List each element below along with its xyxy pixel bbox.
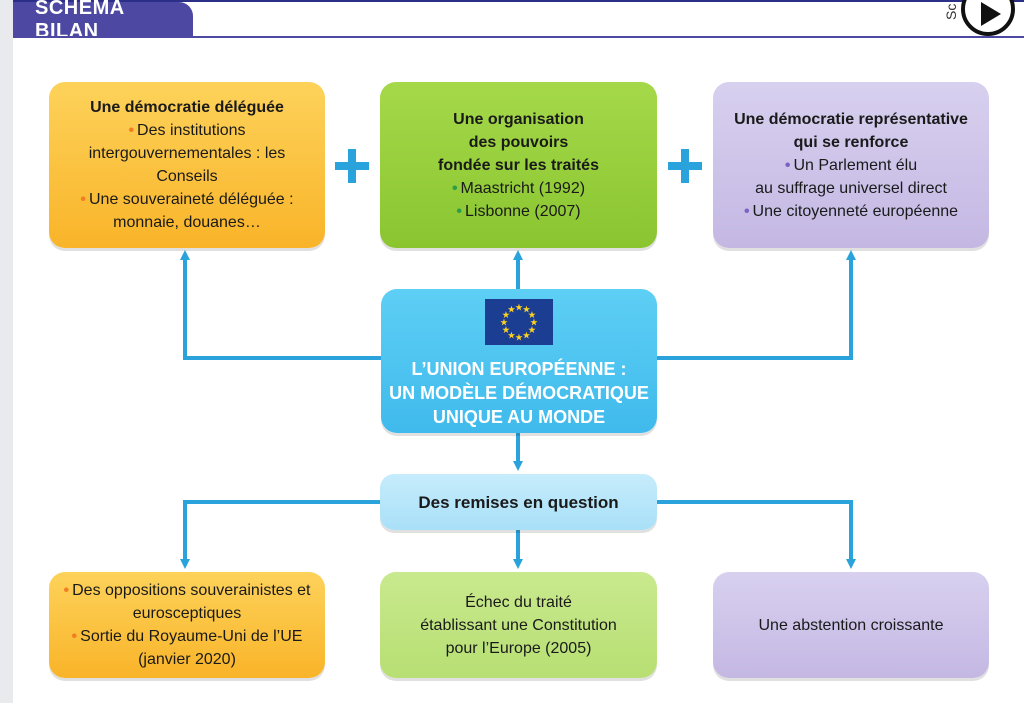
remises-en-question-box: Des remises en question [380, 474, 657, 530]
box-title-line: qui se renforce [793, 133, 909, 151]
arrow-icon [180, 250, 381, 360]
box-title-line: Une démocratie représentative [734, 110, 968, 128]
box-title-line: des pouvoirs [468, 133, 569, 151]
plus-icon [668, 149, 702, 183]
box-text-line: Une abstention croissante [758, 616, 944, 634]
eu-star-icon: ★ [508, 305, 516, 314]
organisation-pouvoirs-box: Une organisation des pouvoirs fondée sur… [380, 82, 657, 248]
bullet-item: •Maastricht (1992) [451, 179, 586, 197]
eu-star-icon: ★ [530, 318, 538, 327]
eu-star-icon: ★ [502, 311, 510, 320]
eu-star-icon: ★ [528, 311, 536, 320]
box-title: Une démocratie déléguée [90, 99, 284, 116]
eu-star-icon: ★ [502, 326, 510, 335]
box-title-line: Une organisation [453, 110, 584, 128]
bullet-item: •Un Parlement élu [784, 156, 918, 174]
center-title-line: UNIQUE AU MONDE [432, 407, 606, 427]
bullet-item: •Des institutions intergouvernementales … [88, 122, 286, 185]
box-text-line: Échec du traité [465, 593, 572, 611]
eu-star-icon: ★ [523, 331, 531, 340]
arrow-icon [180, 500, 380, 569]
connector-lines [180, 250, 856, 569]
bullet-item-continued: au suffrage universel direct [755, 179, 947, 197]
echec-constitution-box: Échec du traité établissant une Constitu… [380, 572, 657, 678]
eu-star-icon: ★ [523, 305, 531, 314]
bullet-item: •Une souveraineté déléguée : monnaie, do… [80, 191, 294, 231]
eu-star-icon: ★ [515, 303, 523, 312]
eu-star-icon: ★ [515, 333, 523, 342]
box-text-line: établissant une Constitution [420, 616, 617, 634]
box-title-line: fondée sur les traités [438, 156, 599, 174]
bullet-item: •Des oppositions souverainistes et euros… [63, 582, 311, 622]
center-title-line: UN MODÈLE DÉMOCRATIQUE [389, 383, 649, 403]
center-title-line: L’UNION EUROPÉENNE : [411, 359, 627, 379]
oppositions-box: •Des oppositions souverainistes et euros… [49, 572, 325, 678]
box-text-line: pour l’Europe (2005) [445, 639, 592, 657]
bullet-item: •Lisbonne (2007) [456, 202, 581, 220]
bullet-item: •Sortie du Royaume-Uni de l’UE (janvier … [71, 628, 303, 668]
eu-flag-icon: ★★★★★★★★★★★★ [485, 299, 553, 345]
remises-label: Des remises en question [418, 492, 619, 512]
header-rule [13, 36, 1024, 38]
eu-star-icon: ★ [528, 326, 536, 335]
arrow-icon [657, 500, 856, 569]
schema-bilan-page: SCHÉMA BILAN Sc Une démocratie déléguée … [13, 0, 1024, 703]
abstention-box: Une abstention croissante [713, 572, 989, 678]
eu-star-icon: ★ [508, 331, 516, 340]
arrow-icon [657, 250, 856, 360]
top-border [13, 0, 1024, 2]
eu-star-icon: ★ [500, 318, 508, 327]
union-europeenne-box: ★★★★★★★★★★★★ L’UNION EUROPÉENNE : UN MOD… [381, 289, 657, 433]
democratie-representative-box: Une démocratie représentative qui se ren… [713, 82, 989, 248]
democratie-deleguee-box: Une démocratie déléguée •Des institution… [49, 82, 325, 248]
bullet-item: •Une citoyenneté européenne [743, 202, 959, 220]
plus-icon [335, 149, 369, 183]
